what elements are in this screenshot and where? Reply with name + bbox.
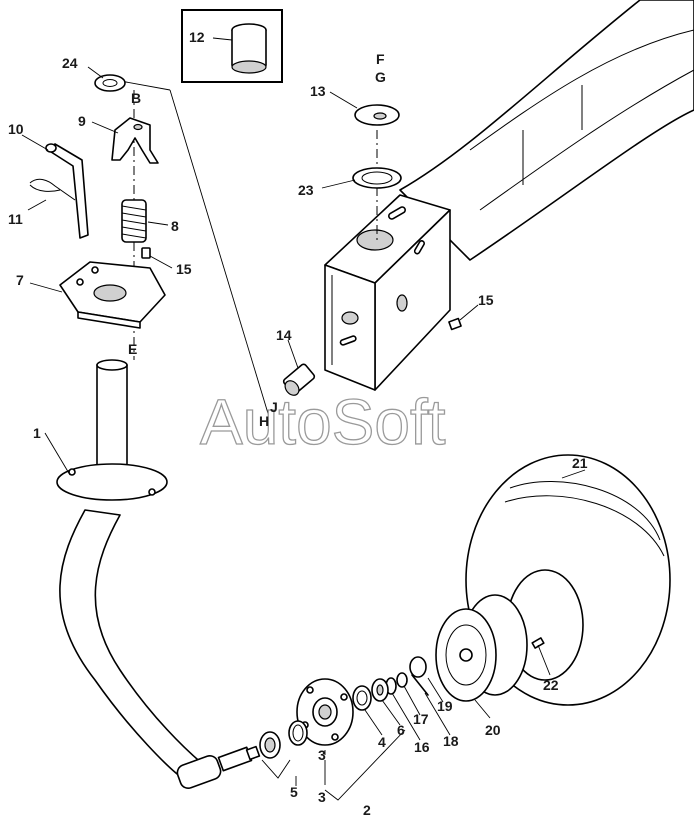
ref-b: B	[131, 90, 141, 106]
part-3-race	[288, 720, 308, 746]
ref-h: H	[259, 413, 269, 429]
watermark-text: AutoSoft	[200, 386, 446, 458]
reference-letters: B E F G H J	[128, 51, 386, 429]
part-8-spring	[121, 199, 147, 243]
callout-13: 13	[310, 83, 326, 99]
part-9-bracket	[111, 117, 159, 164]
ref-g: G	[375, 69, 386, 85]
part-14-sleeve	[282, 363, 316, 396]
callout-23: 23	[298, 182, 314, 198]
part-4-seal	[352, 685, 372, 711]
ref-f: F	[376, 51, 385, 67]
callout-5: 5	[290, 784, 298, 800]
callout-9: 9	[78, 113, 86, 129]
frame-bracket	[324, 194, 451, 391]
part-6-bearing	[371, 678, 389, 702]
callout-18: 18	[443, 733, 459, 749]
callout-24: 24	[62, 55, 78, 71]
part-18-pin	[411, 674, 429, 696]
callout-17: 17	[413, 711, 429, 727]
callout-3a: 3	[318, 747, 326, 763]
callout-19: 19	[437, 698, 453, 714]
callout-4: 4	[378, 734, 386, 750]
callout-labels: 1 2 3 3 4 5 6 7 8 9 10 11 12 13 14 15 15…	[8, 29, 588, 818]
callout-22: 22	[543, 677, 559, 693]
callout-20: 20	[485, 722, 501, 738]
part-19-cap	[409, 656, 427, 678]
callout-15b: 15	[478, 292, 494, 308]
part-20-rim	[435, 594, 528, 702]
part-1-axle-arm	[56, 359, 261, 790]
part-15-nut-left	[141, 247, 151, 259]
callout-10: 10	[8, 121, 24, 137]
callout-12: 12	[189, 29, 205, 45]
callout-1: 1	[33, 425, 41, 441]
callout-8: 8	[171, 218, 179, 234]
part-7-plate	[59, 261, 166, 329]
ref-e: E	[128, 341, 137, 357]
callout-7: 7	[16, 272, 24, 288]
callout-21: 21	[572, 455, 588, 471]
part-12-bushing-box	[181, 9, 283, 83]
callout-6: 6	[397, 722, 405, 738]
callout-2: 2	[363, 802, 371, 818]
part-11-clip	[29, 178, 76, 201]
callout-15a: 15	[176, 261, 192, 277]
part-24-washer	[94, 74, 126, 92]
part-13-washer	[354, 104, 400, 126]
callout-11: 11	[8, 211, 23, 227]
part-22-valve	[531, 637, 545, 649]
leader-lines	[21, 37, 586, 801]
part-2-hub	[296, 678, 354, 746]
callout-14: 14	[276, 327, 292, 343]
callout-16: 16	[414, 739, 430, 755]
part-15-nut-right	[448, 317, 462, 331]
callout-3b: 3	[318, 789, 326, 805]
frame-arm	[399, 0, 694, 261]
part-10-pin	[45, 143, 89, 239]
ref-j: J	[270, 399, 278, 415]
part-5-bearing	[259, 731, 281, 759]
part-17-nut	[396, 672, 408, 688]
part-23-washer	[352, 167, 402, 189]
